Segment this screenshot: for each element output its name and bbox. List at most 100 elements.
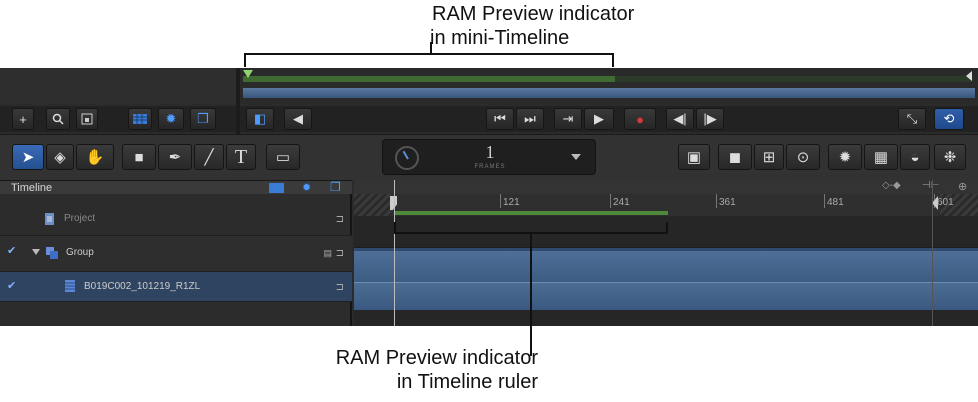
frame-number: 1 [485, 142, 495, 162]
mini-out-point-icon[interactable] [966, 71, 972, 81]
go-to-end-button[interactable]: ⏭ [516, 108, 544, 130]
ruler-tick [716, 194, 717, 208]
mini-timeline[interactable] [240, 68, 978, 104]
ram-preview-indicator-mini [243, 76, 973, 82]
keyframe-icon[interactable]: ◇-◆ [882, 180, 901, 191]
play-button[interactable]: ▶ [584, 108, 614, 130]
timing-display[interactable]: 1 FRAMES [382, 139, 596, 175]
next-frame-button[interactable]: |▶ [696, 108, 724, 130]
play-range-button[interactable]: ⇥ [554, 108, 582, 130]
callout-top-leader [430, 42, 432, 54]
timing-dial-icon [395, 146, 419, 170]
generators-button[interactable]: ◒ [900, 144, 930, 170]
callout-timeline-ruler: RAM Preview indicator in Timeline ruler [336, 346, 538, 394]
ruler-tick [610, 194, 611, 208]
shape-tool[interactable]: ■ [122, 144, 156, 170]
rig-button[interactable]: ⊙ [786, 144, 820, 170]
callout-bottom-leader [530, 232, 532, 356]
canvas-corner [0, 68, 236, 104]
clip-icon [65, 280, 75, 292]
arrow-icon: ➤ [21, 149, 35, 166]
play-range-in-icon[interactable] [390, 196, 397, 210]
record-button[interactable]: ● [624, 108, 656, 130]
row-label-clip: B019C002_101219_R1ZL [84, 281, 201, 292]
loop-icon: ⟲ [943, 111, 955, 126]
lock-icon[interactable]: ⊐ [335, 214, 344, 225]
filters-button[interactable]: ▦ [864, 144, 898, 170]
list-item[interactable]: ✔ B019C002_101219_R1ZL ⊐ [0, 272, 352, 302]
pan-tool[interactable]: ✋ [76, 144, 114, 170]
select-tool[interactable]: ➤ [12, 144, 44, 170]
row-label-group: Group [66, 247, 94, 258]
fullscreen-button[interactable]: ⤡ [898, 108, 926, 130]
ruler-hatch-right [940, 194, 978, 216]
camera-button[interactable]: ◼ [718, 144, 752, 170]
toolbar: ➤ ◈ ✋ ■ ✒ ╱ T ▭ 1 FRAMES ▣ ◼ ⊞ ⊙ ✹ ▦ ◒ ❉ [0, 134, 978, 180]
timeline-ruler[interactable]: 121 241 361 481 601 [354, 194, 978, 216]
disclosure-triangle-icon[interactable] [32, 249, 40, 255]
layers-toggle-button[interactable]: ❐ [190, 108, 216, 130]
gear-icon: ✹ [165, 111, 177, 126]
zoom-icon[interactable]: ⊕ [958, 181, 968, 193]
adjust-tool[interactable]: ◈ [46, 144, 74, 170]
previous-frame-button[interactable]: ◀| [666, 108, 694, 130]
behaviors-button[interactable]: ✹ [828, 144, 862, 170]
out-point-line [932, 180, 933, 326]
grid-toggle-button[interactable] [128, 108, 152, 130]
motion-ui: + ✹ ❐ ◧ ◀ ⏮ ⏭ ⇥ ▶ ● ◀| |▶ ⤡ ⟲ ➤ ◈ ✋ ■ ✒ … [0, 68, 978, 326]
layers-icon[interactable]: ❐ [330, 180, 341, 194]
search-icon [52, 113, 64, 125]
list-item[interactable]: ✔ Group ▤ ⊐ [0, 236, 352, 272]
zoom-button[interactable] [46, 108, 70, 130]
panel-divider [236, 68, 240, 134]
particles-button[interactable]: ❉ [934, 144, 966, 170]
text-tool[interactable]: T [226, 144, 256, 170]
layout-button[interactable] [76, 108, 98, 130]
light-icon: ⊞ [762, 149, 776, 166]
gear-icon[interactable]: ✹ [302, 182, 312, 194]
mini-timeline-clip [243, 88, 975, 98]
ruler-tick-label: 361 [719, 197, 736, 208]
lock-icon[interactable]: ⊐ [335, 248, 344, 259]
ram-preview-indicator-ruler [394, 211, 668, 215]
ruler-tick [500, 194, 501, 208]
grid-icon[interactable] [269, 183, 284, 193]
pen-tool[interactable]: ✒ [158, 144, 192, 170]
generator-icon: ◒ [910, 148, 920, 166]
group-track[interactable] [354, 248, 978, 282]
chevron-down-icon[interactable] [571, 154, 581, 160]
snap-icon[interactable]: ⊣⊢ [922, 180, 940, 191]
loop-button[interactable]: ⟲ [934, 108, 964, 130]
mini-playhead-icon[interactable] [243, 70, 253, 78]
rig-icon: ⊙ [796, 149, 810, 166]
paint-tool[interactable]: ╱ [194, 144, 224, 170]
go-to-start-button[interactable]: ⏮ [486, 108, 514, 130]
audio-button[interactable]: ◀ [284, 108, 312, 130]
checkbox-icon[interactable]: ✔ [7, 245, 17, 257]
mask-tool[interactable]: ▭ [266, 144, 300, 170]
frames-label: FRAMES [474, 164, 506, 170]
gear-icon: ✹ [838, 149, 852, 166]
in-out-button[interactable]: ◧ [246, 108, 274, 130]
lock-icon[interactable]: ⊐ [335, 282, 344, 293]
checkbox-icon[interactable]: ✔ [7, 280, 17, 292]
settings-toggle-button[interactable]: ✹ [158, 108, 184, 130]
list-item[interactable]: Project ⊐ [0, 204, 352, 236]
grid-icon [133, 114, 147, 124]
layer-stack-icon[interactable]: ▤ [323, 248, 332, 258]
filters-icon: ▦ [873, 149, 889, 166]
camera-icon: ◼ [728, 149, 742, 166]
ruler-tick [824, 194, 825, 208]
play-range-out-icon[interactable] [932, 196, 938, 210]
clip-track[interactable] [354, 282, 978, 310]
group-icon [46, 247, 58, 259]
text-icon: T [234, 145, 248, 168]
canvas-button[interactable]: ▣ [678, 144, 710, 170]
playhead-line[interactable] [394, 180, 395, 326]
add-button[interactable]: + [12, 108, 34, 130]
rectangle-icon: ■ [134, 148, 144, 166]
light-button[interactable]: ⊞ [754, 144, 784, 170]
timeline-ruler-area: ◇-◆ ⊣⊢ ⊕ 121 241 361 481 601 [354, 180, 978, 326]
callout-bottom-line2: in Timeline ruler [396, 371, 538, 393]
plus-icon: + [19, 111, 27, 127]
